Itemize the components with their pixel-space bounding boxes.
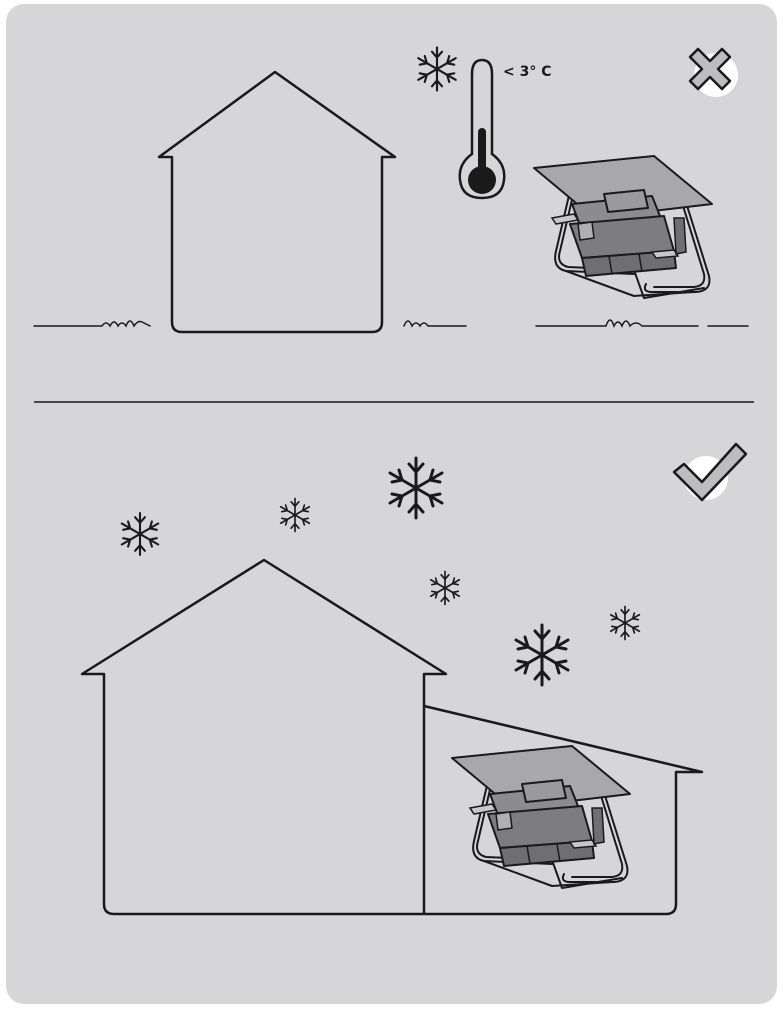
- instruction-illustration: < 3° C: [6, 4, 777, 1004]
- house-outline: [159, 72, 395, 332]
- house-with-shed-outline: [82, 560, 702, 914]
- swing-illustration: [534, 156, 712, 298]
- cross-icon: [690, 49, 738, 97]
- thermometer-icon: [460, 60, 505, 198]
- instruction-card: < 3° C: [6, 4, 777, 1004]
- snowflake-icon: [390, 458, 442, 518]
- snowflake-icon: [281, 499, 310, 532]
- bottom-panel: [82, 444, 746, 914]
- snowflake-icon: [122, 513, 158, 555]
- snowflake-icon: [431, 572, 460, 605]
- swing-illustration: [452, 746, 630, 888]
- snowflake-icon: [418, 47, 455, 90]
- checkmark-icon: [674, 444, 746, 500]
- snowflake-icon: [611, 607, 640, 640]
- snowflake-icon: [516, 625, 568, 685]
- ground-line: [34, 320, 748, 326]
- top-panel: < 3° C: [34, 47, 748, 332]
- temperature-label: < 3° C: [503, 64, 552, 80]
